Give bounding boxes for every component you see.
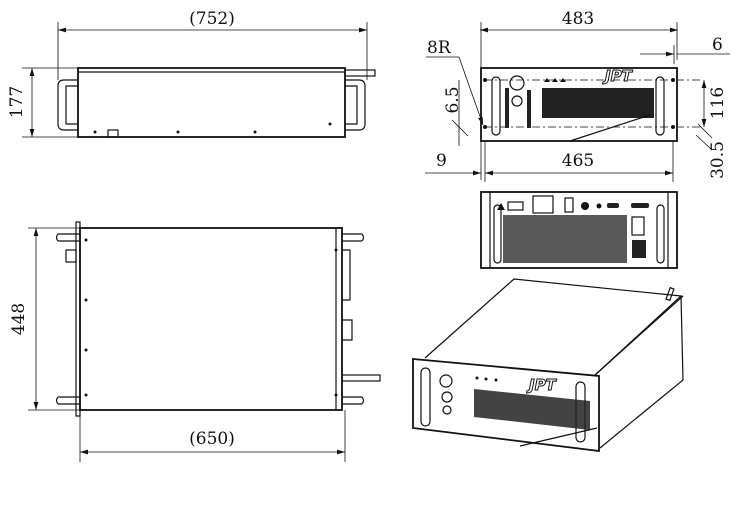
edge-offset-dimension: 9: [436, 151, 447, 171]
front-view: JPT 483 6 465 9 8R 6.5 116 30.5: [425, 9, 730, 182]
brand-logo-isometric: JPT: [526, 376, 558, 394]
rear-fitting: [341, 374, 381, 382]
left-handle: [491, 76, 501, 136]
top-depth-dimension: 448: [9, 303, 29, 335]
hole-edge-dimension: 6: [712, 35, 723, 55]
right-handle: [655, 76, 665, 136]
bottom-offset-dimension: 30.5: [708, 141, 728, 179]
left-handle: [57, 79, 78, 131]
corner-radius-label: 8R: [427, 38, 452, 58]
isometric-view: JPT: [412, 278, 684, 453]
hole-vertical-dimension: 116: [708, 87, 728, 119]
panel-width-dimension: 483: [562, 9, 594, 29]
key-switch: [509, 75, 525, 91]
side-height-dimension: 177: [7, 86, 27, 118]
right-handle: [345, 79, 366, 131]
front-panel-edge: [75, 221, 81, 417]
side-length-dimension: (752): [189, 9, 235, 29]
rear-fitting: [344, 69, 376, 77]
rear-view: [480, 191, 678, 269]
hole-diameter-dimension: 6.5: [443, 86, 463, 113]
hole-spacing-dimension: 465: [562, 151, 594, 171]
top-view: 448 (650): [9, 221, 381, 462]
brand-logo: JPT: [602, 67, 634, 85]
side-view: (752) 177: [7, 9, 376, 138]
top-length-dimension: (650): [189, 429, 235, 449]
